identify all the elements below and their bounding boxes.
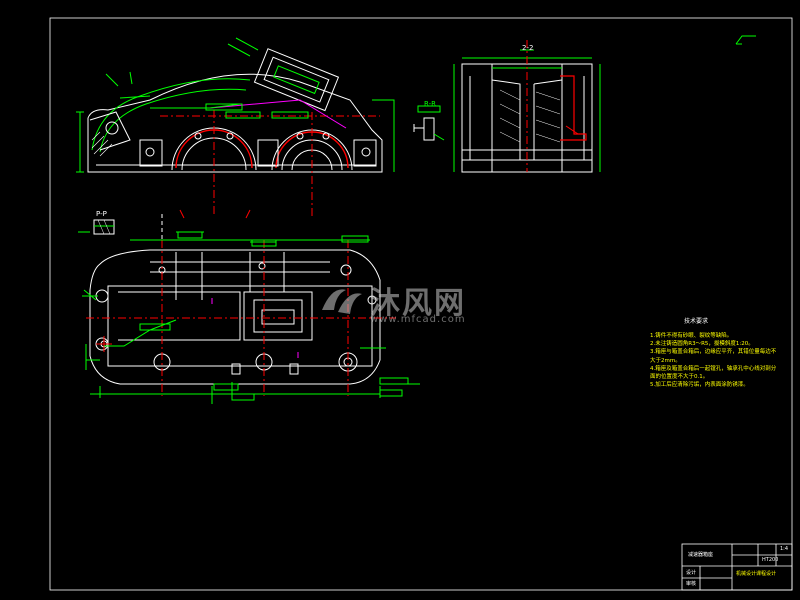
title-block-text: 减速器箱座 1:4 HT200 机械设计课程设计 设计 审核 bbox=[684, 544, 792, 587]
section-label-r-r: R-R bbox=[424, 100, 436, 108]
drawing-border bbox=[49, 17, 793, 591]
technical-note-item: 4.箱座及箱盖合箱后一起镗孔，轴承孔中心线对剖分面的位置度不大于0.1。 bbox=[650, 365, 777, 381]
technical-notes-body: 1.铸件不得有砂眼、裂纹等缺陷。 2.未注铸造圆角R3～R5，拔模斜度1:20。… bbox=[650, 332, 778, 389]
section-label-p-p: P-P bbox=[96, 210, 107, 218]
side-view bbox=[413, 35, 756, 173]
technical-note-item: 1.铸件不得有砂眼、裂纹等缺陷。 bbox=[650, 333, 733, 339]
top-view bbox=[78, 214, 420, 404]
title-block bbox=[681, 543, 793, 591]
title-block-drawn: 设计 bbox=[686, 570, 697, 576]
title-block-checked: 审核 bbox=[686, 581, 697, 587]
title-block-material: HT200 bbox=[762, 557, 779, 563]
title-block-scale: 1:4 bbox=[780, 546, 789, 552]
title-block-school: 机械设计课程设计 bbox=[736, 571, 777, 577]
front-view bbox=[76, 37, 395, 219]
technical-note-item: 5.加工后应清除污垢，内表面涂防锈漆。 bbox=[650, 382, 749, 389]
section-label-2-2: 2-2 bbox=[522, 44, 534, 52]
technical-note-item: 3.箱座与箱盖合箱后，边缘应平齐，其错位量每边不大于2mm。 bbox=[650, 349, 777, 364]
watermark-name: 沐风网 bbox=[370, 286, 466, 321]
title-block-part-name: 减速器箱座 bbox=[688, 552, 714, 558]
technical-note-item: 2.未注铸造圆角R3～R5，拔模斜度1:20。 bbox=[650, 341, 754, 348]
watermark-url: www.mfcad.com bbox=[370, 314, 466, 325]
watermark: 沐风网 www.mfcad.com bbox=[318, 278, 488, 328]
watermark-logo-icon bbox=[322, 289, 362, 314]
technical-notes-title: 技术要求 bbox=[684, 318, 709, 325]
